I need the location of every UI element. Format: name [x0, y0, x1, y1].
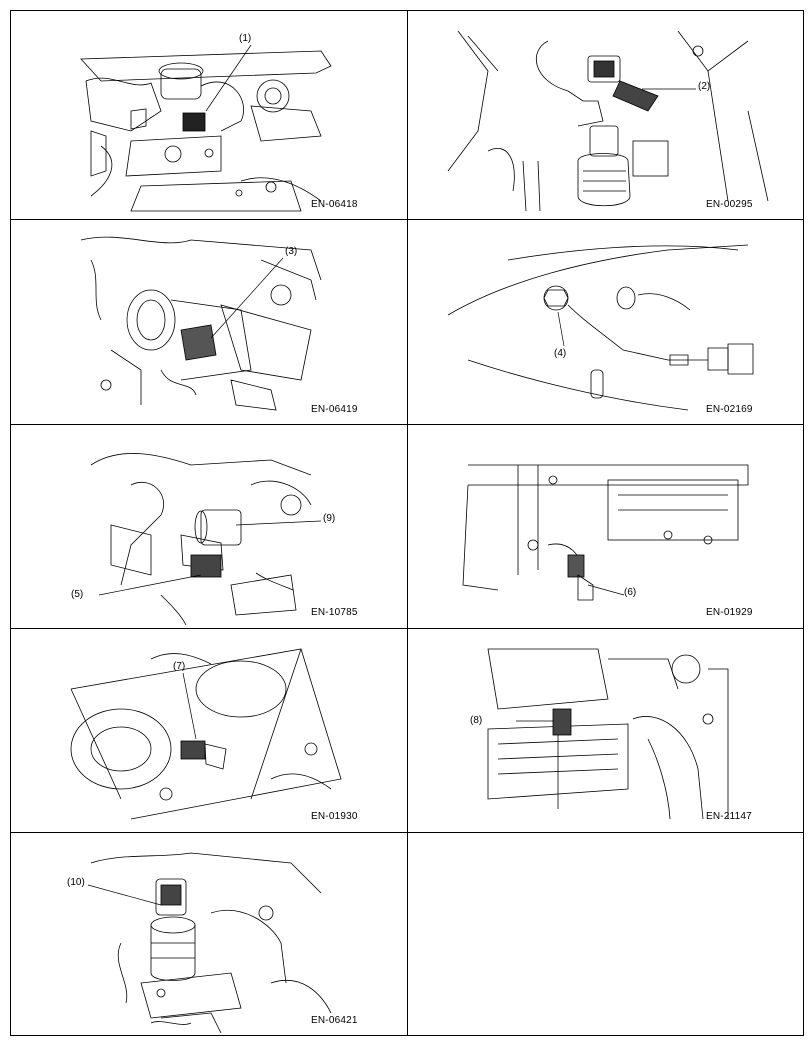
- callout-label: (8): [470, 715, 483, 726]
- figure-code: EN-06418: [311, 199, 358, 210]
- throttle-illustration: [80, 236, 322, 411]
- callout-label: (2): [698, 81, 711, 92]
- callout-label: (1): [239, 33, 252, 44]
- solenoid-illustration: [90, 453, 322, 626]
- valve-illustration: [87, 852, 332, 1034]
- figure-code: EN-06421: [311, 1015, 358, 1026]
- figure-cell-en-21147: (8) EN-21147: [408, 629, 803, 832]
- figure-code: EN-06419: [311, 404, 358, 415]
- empty-cell: [408, 833, 803, 1035]
- knock-sensor-illustration: [447, 244, 754, 411]
- figure-table: (1) EN-06418 (2) EN-00295: [10, 10, 804, 1036]
- engine-illustration: [80, 44, 332, 212]
- callout-label: (6): [624, 587, 637, 598]
- figure-code: EN-21147: [706, 811, 752, 822]
- figure-cell-en-06421: (10) EN-06421: [11, 833, 407, 1035]
- figure-cell-en-10785: (9) (5) EN-10785: [11, 425, 407, 628]
- figure-code: EN-01929: [706, 607, 753, 618]
- row-divider: [11, 424, 803, 425]
- column-divider: [407, 11, 408, 1035]
- figure-cell-en-01930: (7) EN-01930: [11, 629, 407, 832]
- callout-label: (3): [285, 246, 298, 257]
- figure-cell-en-01929: (6) EN-01929: [408, 425, 803, 628]
- figure-cell-en-00295: (2) EN-00295: [408, 11, 803, 219]
- row-divider: [11, 832, 803, 833]
- transmission-illustration: [462, 464, 749, 601]
- figure-cell-en-02169: (4) EN-02169: [408, 220, 803, 424]
- figure-cell-en-06418: (1) EN-06418: [11, 11, 407, 219]
- callout-label: (9): [323, 513, 336, 524]
- row-divider: [11, 219, 803, 220]
- engine-bay-illustration: [487, 648, 729, 820]
- callout-label: (4): [554, 348, 567, 359]
- figure-code: EN-01930: [311, 811, 358, 822]
- callout-label: (7): [173, 661, 186, 672]
- figure-cell-en-06419: (3) EN-06419: [11, 220, 407, 424]
- callout-label: (5): [71, 589, 84, 600]
- callout-label: (10): [67, 877, 85, 888]
- row-divider: [11, 628, 803, 629]
- crank-sensor-illustration: [70, 648, 342, 820]
- sensor-illustration: [447, 30, 769, 212]
- figure-code: EN-00295: [706, 199, 753, 210]
- figure-code: EN-02169: [706, 404, 753, 415]
- figure-code: EN-10785: [311, 607, 358, 618]
